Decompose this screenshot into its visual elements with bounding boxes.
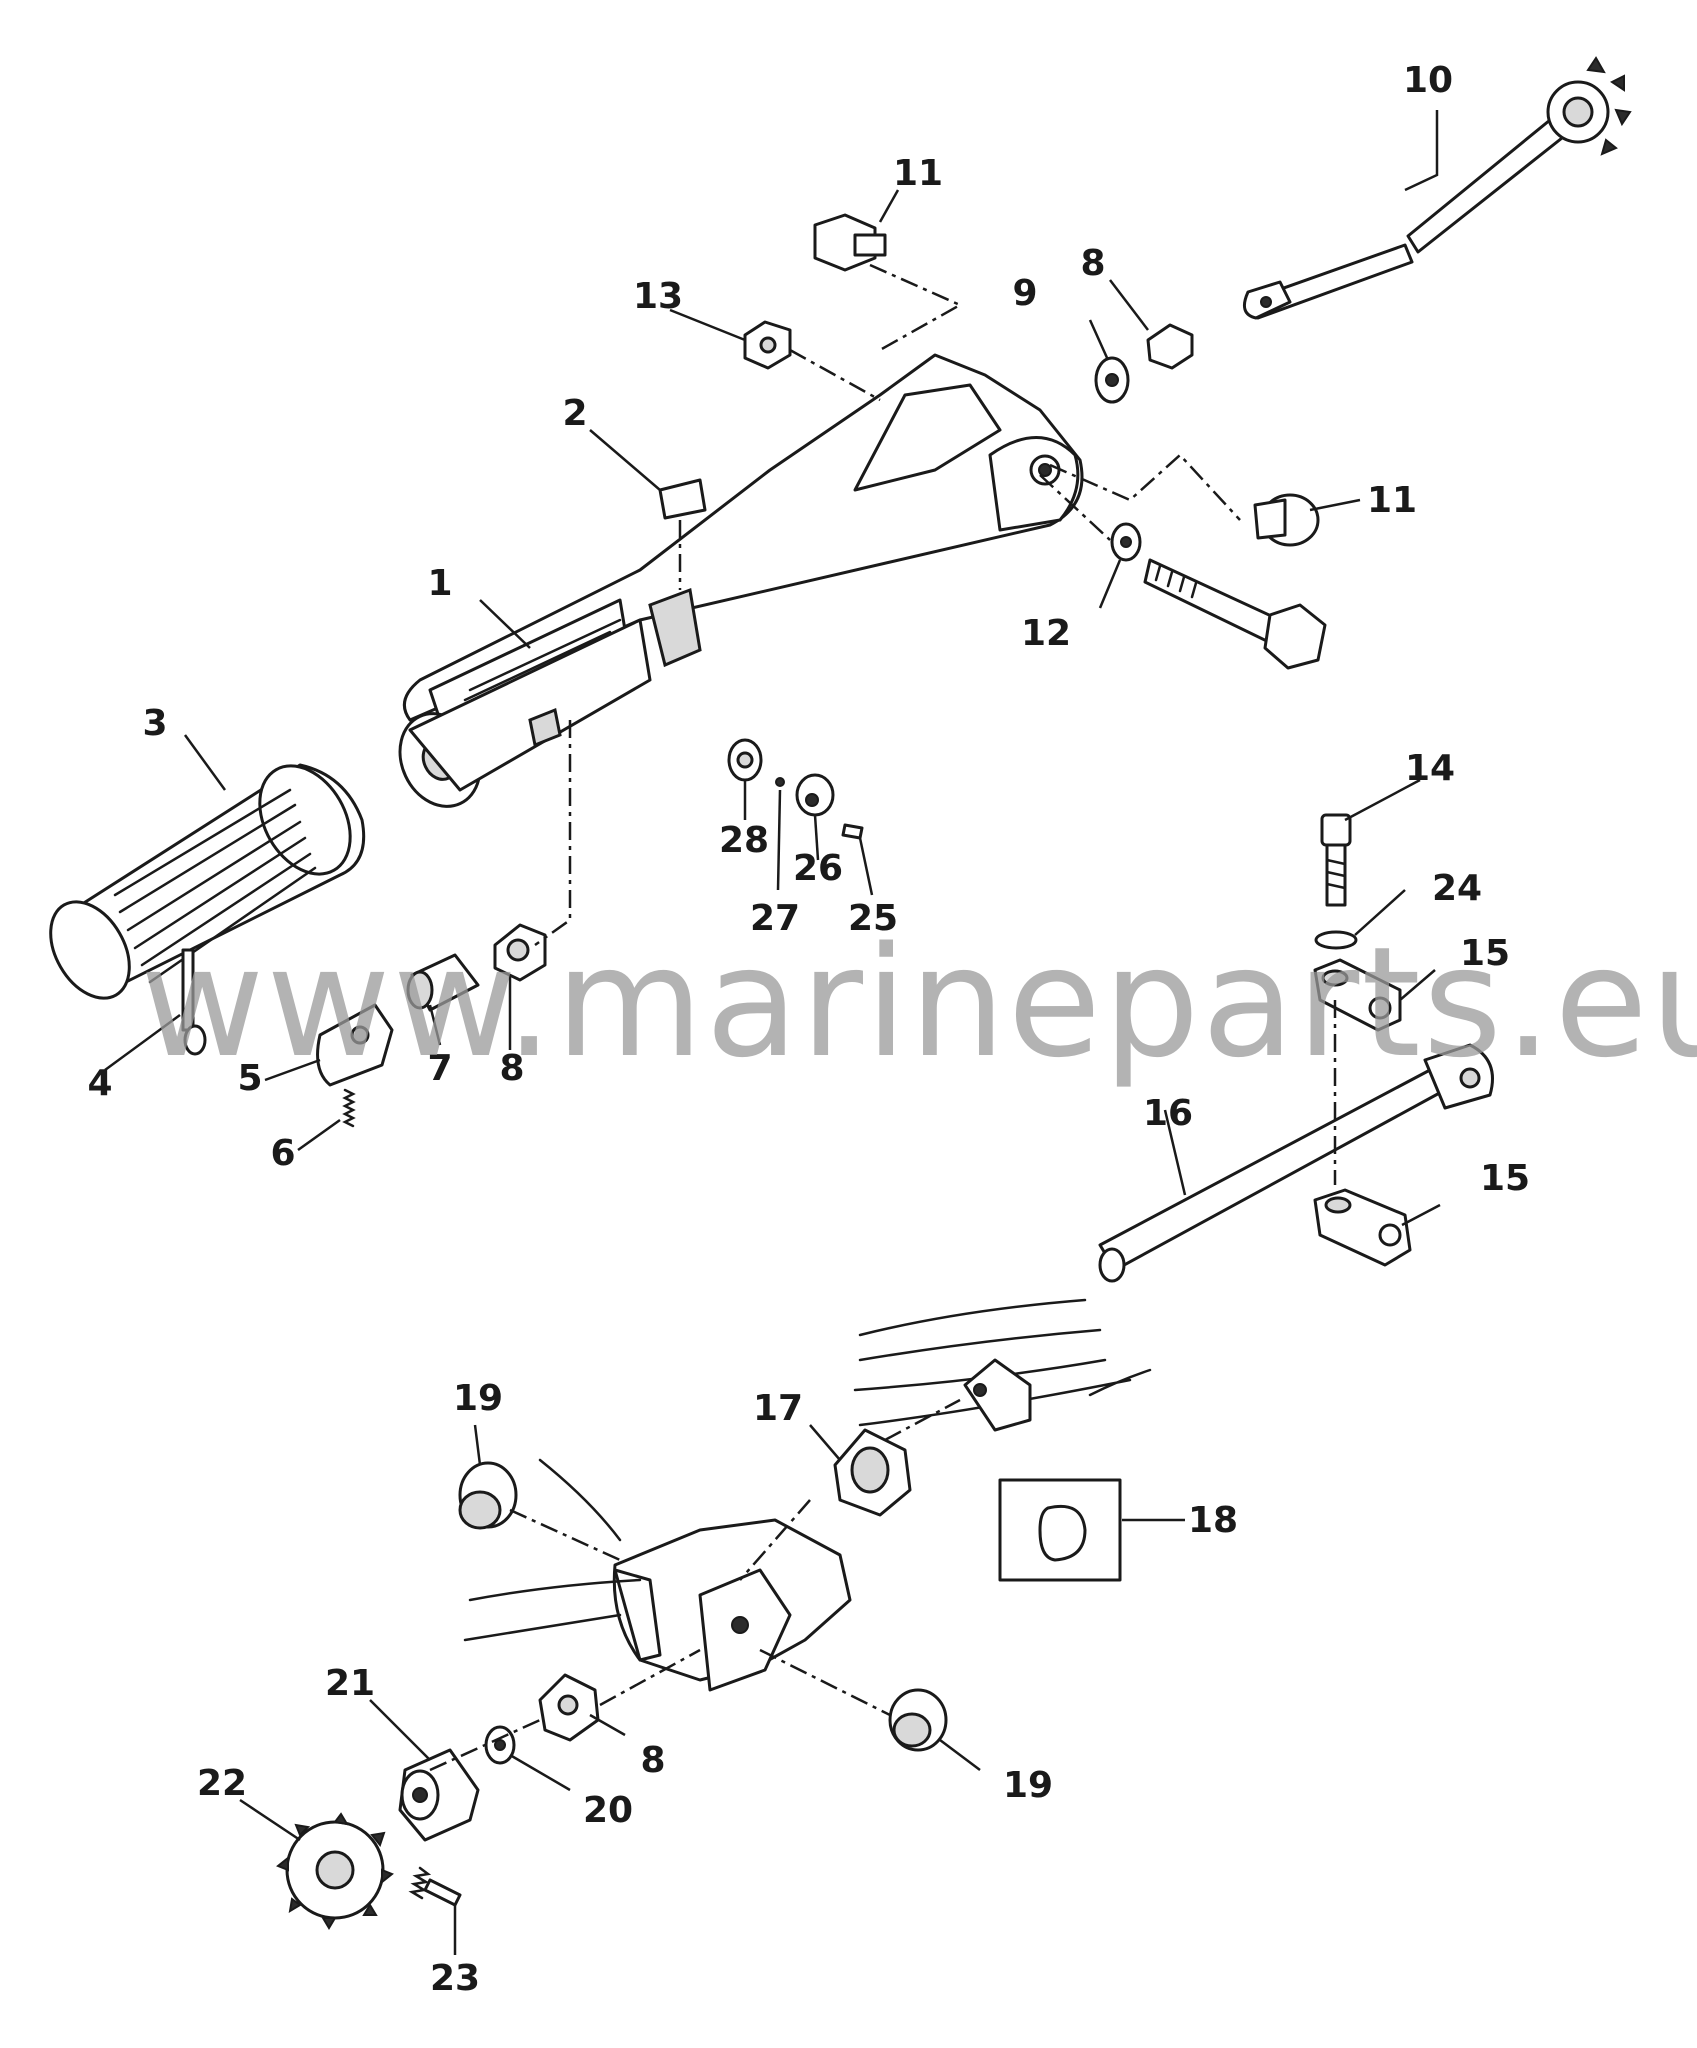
part-8-nut-left: [493, 923, 547, 982]
callout-19-bottom: 19: [1003, 1765, 1053, 1806]
part-19-bushing-top: [458, 1461, 518, 1530]
part-27-pin: [775, 777, 785, 787]
callout-15-upper: 15: [1460, 933, 1510, 974]
part-25-screw: [841, 823, 864, 840]
part-6-spring: [342, 1088, 356, 1128]
part-13-nut: [743, 320, 792, 370]
callout-labels: 1 2 3 4 5 6 7 8 8 8 9 10 11 11 12 13 14 …: [87, 60, 1530, 1999]
callout-13: 13: [633, 276, 683, 317]
callout-11-side: 11: [1367, 480, 1417, 521]
part-26-washer: [795, 773, 835, 817]
part-7-bushing: [406, 953, 480, 1012]
part-15-clamp-lower: [1313, 1188, 1412, 1267]
callout-18: 18: [1188, 1500, 1238, 1541]
part-18-detail-box: [998, 1478, 1122, 1582]
part-17-bushing: [833, 1428, 912, 1517]
part-22-gear: [276, 1812, 394, 1930]
part-15-clamp-upper: [1313, 958, 1402, 1032]
callout-1: 1: [427, 563, 452, 604]
callout-11-top: 11: [893, 153, 943, 194]
callout-4: 4: [87, 1063, 112, 1104]
part-5-block: [316, 1003, 394, 1087]
part-21-spacer: [398, 1748, 480, 1842]
part-20-washer: [484, 1725, 516, 1765]
callout-20: 20: [583, 1790, 633, 1831]
callout-7: 7: [427, 1048, 452, 1089]
callout-17: 17: [753, 1388, 803, 1429]
part-8-nut-bottom: [538, 1673, 600, 1742]
callout-24: 24: [1432, 868, 1482, 909]
watermark: www.marineparts.eu: [140, 914, 1697, 1091]
callout-8-top: 8: [1080, 243, 1105, 284]
part-19-bushing-bottom: [888, 1688, 948, 1752]
callout-22: 22: [197, 1763, 247, 1804]
part-14-bolt: [1320, 813, 1352, 907]
callout-25: 25: [848, 898, 898, 939]
callout-19-top: 19: [453, 1378, 503, 1419]
part-3-grip: [49, 763, 366, 1000]
part-1-tiller-arm: [398, 353, 1084, 808]
part-9-washer: [1094, 356, 1130, 404]
callout-10: 10: [1403, 60, 1453, 101]
part-11-side-screw: [1253, 493, 1320, 547]
callout-3: 3: [142, 703, 167, 744]
linkage-background: [853, 1298, 1152, 1432]
callout-26: 26: [793, 848, 843, 889]
callout-9: 9: [1012, 273, 1037, 314]
callout-12: 12: [1021, 613, 1071, 654]
callout-8-bottom: 8: [640, 1740, 665, 1781]
callout-21: 21: [325, 1663, 375, 1704]
callout-8-left: 8: [499, 1048, 524, 1089]
part-24-washer: [1314, 930, 1358, 950]
callout-27: 27: [750, 898, 800, 939]
part-2-plate: [658, 478, 707, 520]
callout-23: 23: [430, 1958, 480, 1999]
part-11-top-screw: [813, 213, 887, 272]
part-12-washer: [1110, 522, 1142, 562]
part-23-screw: [408, 1866, 462, 1907]
callout-16: 16: [1143, 1093, 1193, 1134]
part-10-shift-rod: [1242, 56, 1632, 320]
part-28-nut: [727, 738, 763, 782]
callout-2: 2: [562, 393, 587, 434]
part-16-link-rod: [1098, 1043, 1494, 1283]
callout-5: 5: [237, 1058, 262, 1099]
part-4-pin: [181, 948, 207, 1056]
callout-14: 14: [1405, 748, 1455, 789]
callout-6: 6: [270, 1133, 295, 1174]
callout-28: 28: [719, 820, 769, 861]
callout-15-lower: 15: [1480, 1158, 1530, 1199]
assembly-lines: [429, 263, 1337, 1772]
leader-lines: [104, 110, 1441, 1955]
part-8-nut-top: [1146, 323, 1194, 370]
bolt: [1143, 558, 1327, 670]
lower-bracket: [463, 1458, 852, 1692]
